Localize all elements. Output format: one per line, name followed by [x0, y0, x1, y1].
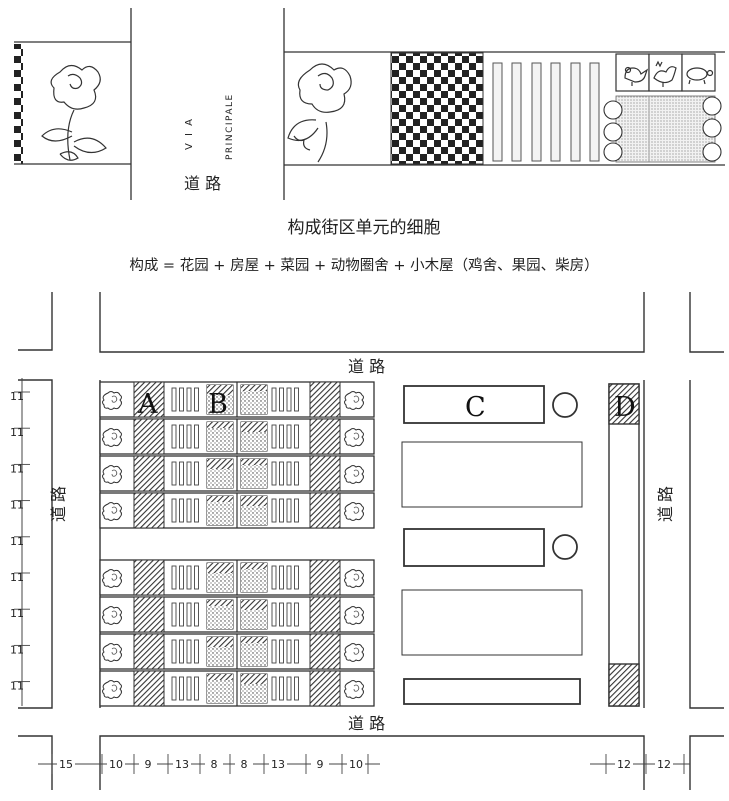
round-tree-icon: [552, 534, 578, 560]
dimension-label-bottom: 12: [617, 758, 631, 771]
cell-row: [99, 559, 375, 596]
cell-row: [99, 492, 375, 529]
dimension-label-left: 11: [10, 390, 24, 403]
street-label-via: V I A: [184, 117, 195, 150]
bird-icon: [624, 66, 649, 86]
dimension-label-bottom: 15: [59, 758, 73, 771]
rose-flower-icon: [41, 64, 107, 161]
rose-flower-icon: [287, 63, 352, 163]
road-label-left: 道路: [49, 482, 68, 522]
cell-row: [99, 670, 375, 707]
top-strip: V I A PRINCIPALE 道 路: [14, 8, 725, 200]
dimension-label-left: 11: [10, 499, 24, 512]
cell-row: [99, 596, 375, 633]
street-label-principale: PRINCIPALE: [225, 93, 235, 160]
dimension-label-left: 11: [10, 462, 24, 475]
dimension-label-left: 11: [10, 571, 24, 584]
service-area: [401, 383, 640, 707]
cell-row: [99, 455, 375, 492]
dimension-label-bottom: 10: [109, 758, 123, 771]
road-label-top: 道 路: [348, 357, 385, 376]
dimension-label-bottom: 13: [175, 758, 189, 771]
road-label-bottom: 道 路: [348, 714, 385, 733]
cell-row: [99, 418, 375, 455]
rooster-icon: [653, 60, 677, 87]
label-c: C: [465, 392, 486, 423]
house-checker-block: [390, 52, 484, 165]
checker-border-strip: [14, 44, 23, 164]
cell-row: [99, 633, 375, 670]
animal-pens: [615, 53, 716, 92]
building-c: [403, 385, 545, 424]
dimension-label-bottom: 9: [145, 758, 152, 771]
turtle-icon: [686, 67, 714, 85]
dimension-label-bottom: 13: [271, 758, 285, 771]
dimension-label-bottom: 12: [657, 758, 671, 771]
orchard-dotted-area: [615, 95, 716, 163]
road-label-right: 道路: [656, 482, 675, 522]
cell-row: [99, 381, 375, 418]
label-d: D: [614, 392, 636, 423]
bottom-dimension-line: 15 10 9 13 8 8 13 9 10 12 12: [38, 754, 690, 774]
dimension-label-bottom: 9: [317, 758, 324, 771]
label-a: A: [137, 389, 158, 420]
block-d-top: [608, 383, 640, 425]
dimension-label-left: 11: [10, 535, 24, 548]
block-d-bottom: [608, 663, 640, 707]
street-label-top: 道 路: [184, 174, 221, 193]
composition-formula: 构成 = 花园 + 房屋 + 菜园 + 动物圈舍 + 小木屋（鸡舍、果园、柴房）: [129, 257, 598, 274]
diagram-title: 构成街区单元的细胞: [288, 218, 441, 238]
dimension-label-bottom: 8: [241, 758, 248, 771]
cell-rows: [99, 381, 375, 707]
label-b: B: [208, 389, 228, 420]
dimension-label-left: 11: [10, 643, 24, 656]
dimension-label-bottom: 10: [349, 758, 363, 771]
dimension-label-bottom: 8: [211, 758, 218, 771]
round-tree-icon: [603, 96, 722, 162]
strip-d: [608, 383, 640, 707]
dimension-label-left: 11: [10, 607, 24, 620]
vegetable-garden-rows: [492, 62, 600, 162]
dimension-label-left: 11: [10, 426, 24, 439]
left-dimension-line: 11 11 11 11 11 11 11 11 11: [10, 378, 30, 706]
round-tree-icon: [552, 392, 578, 418]
dimension-label-left: 11: [10, 680, 24, 693]
